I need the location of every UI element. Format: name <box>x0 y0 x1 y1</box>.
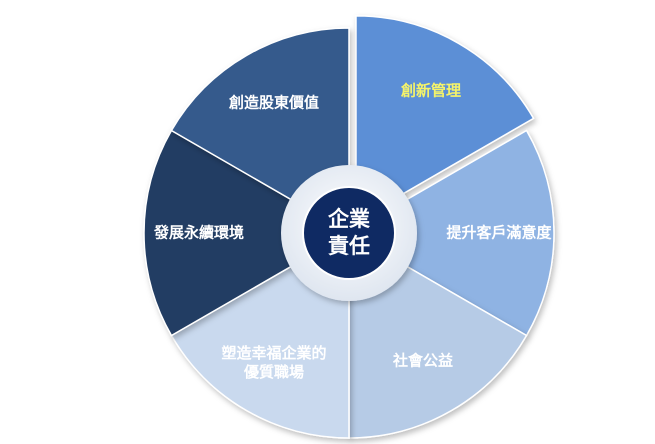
segment-label-2: 提升客戶滿意度 <box>446 224 552 242</box>
segment-label-3: 社會公益 <box>392 352 453 370</box>
segment-label-4-line1: 塑造幸福企業的 <box>221 344 326 362</box>
segment-label-1: 創新管理 <box>400 81 461 99</box>
pie-segment-2 <box>347 129 555 337</box>
center-label-line2: 責任 <box>328 234 370 258</box>
pie-segments <box>143 15 555 439</box>
pie-segment-5 <box>143 129 351 337</box>
segment-label-5: 發展永續環境 <box>153 224 244 242</box>
center-label-line1: 企業 <box>327 207 371 231</box>
center-core <box>302 186 396 280</box>
segment-label-6: 創造股東價值 <box>228 94 319 112</box>
segment-label-4-line2: 優質職場 <box>243 363 304 381</box>
pie-segment-1 <box>355 15 535 223</box>
